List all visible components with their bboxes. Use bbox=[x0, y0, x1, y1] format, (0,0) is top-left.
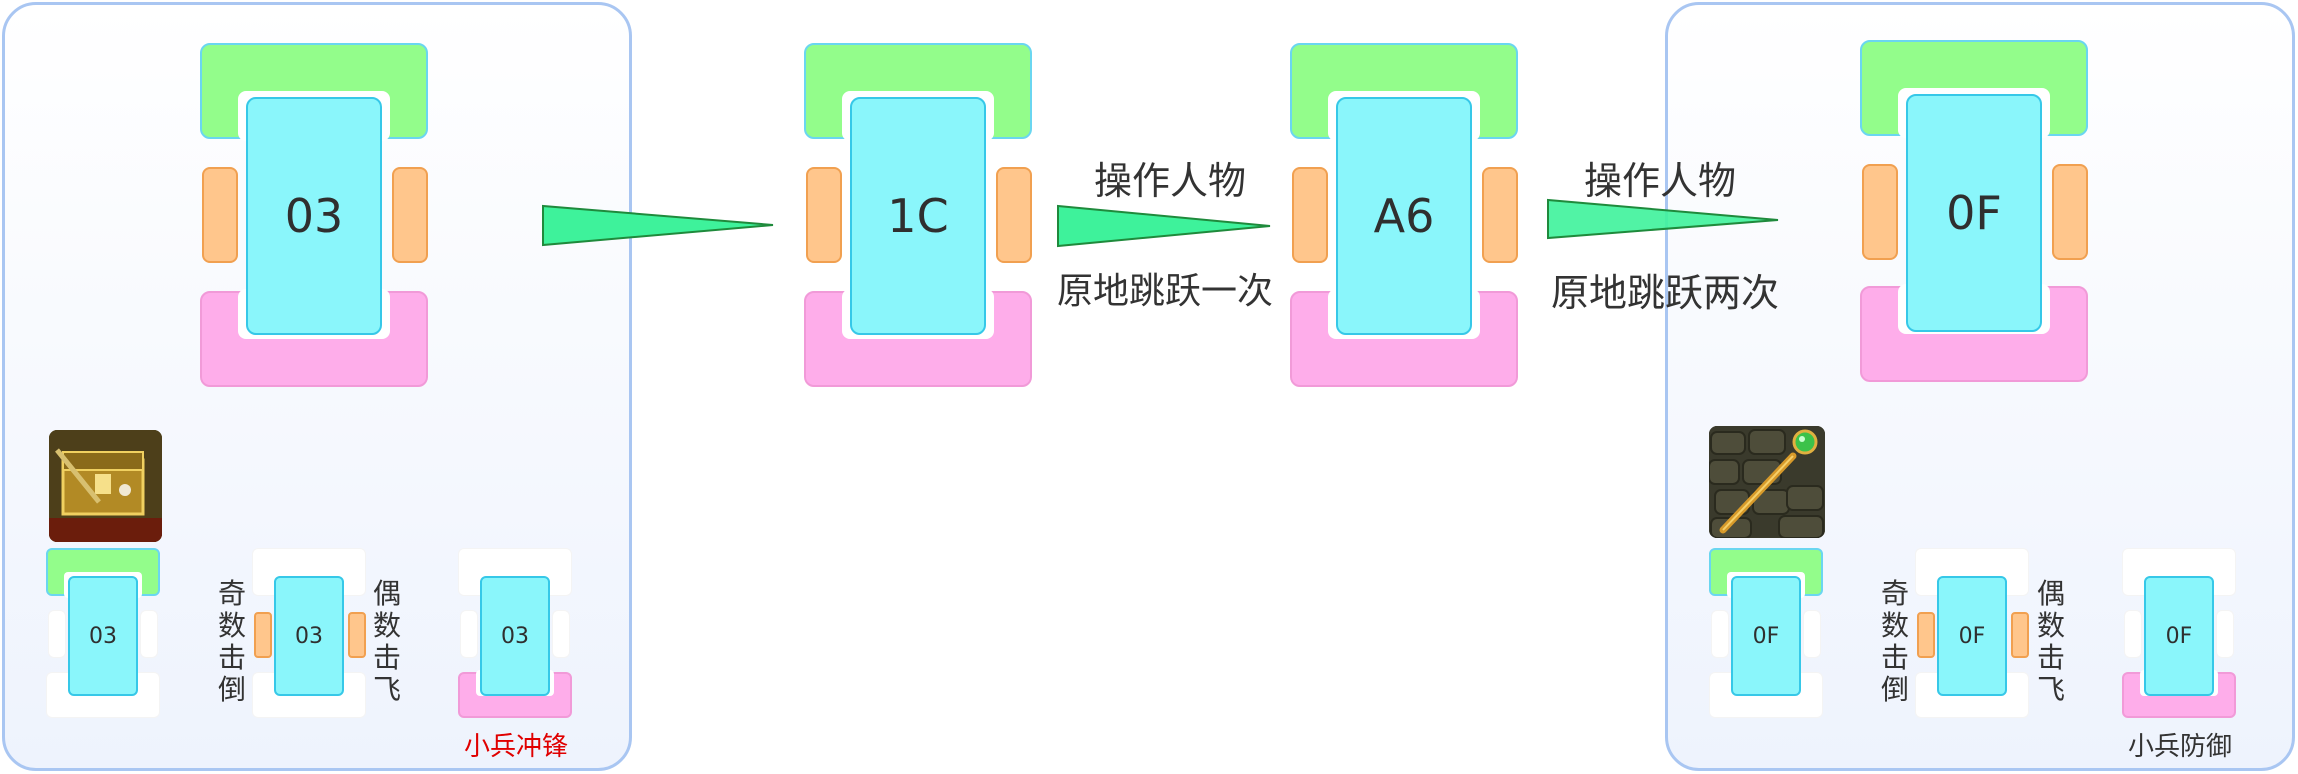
right-chip-2: 0F bbox=[1915, 548, 2031, 720]
chip-right-side bbox=[2216, 610, 2234, 658]
right-side-part bbox=[2052, 164, 2088, 260]
left-even-label: 偶数击飞 bbox=[372, 577, 401, 706]
core-value: A6 bbox=[1336, 97, 1472, 335]
core-value: 03 bbox=[246, 97, 382, 335]
arrow-3 bbox=[1547, 198, 1779, 240]
chip-right-side bbox=[1803, 610, 1821, 658]
left-side-part bbox=[202, 167, 238, 263]
chip-left-side bbox=[2124, 610, 2142, 658]
right-even-label: 偶数击飞 bbox=[2036, 577, 2065, 706]
right-odd-label: 奇数击倒 bbox=[1880, 577, 1909, 706]
left-side-part bbox=[806, 167, 842, 263]
chip-core: 0F bbox=[2144, 576, 2214, 696]
treasure-chest-icon bbox=[49, 430, 162, 542]
chip-left-side bbox=[1711, 610, 1729, 658]
arrow-2-bottom-label: 原地跳跃一次 bbox=[1056, 271, 1273, 312]
chip-right-side bbox=[140, 610, 158, 658]
left-side-part bbox=[1292, 167, 1328, 263]
chip-right-side bbox=[348, 612, 366, 658]
chip-core: 03 bbox=[480, 576, 550, 696]
core-value: 0F bbox=[1906, 94, 2042, 332]
stage-0f: 0F bbox=[1860, 40, 2090, 386]
chip-left-side bbox=[460, 610, 478, 658]
arrow-1 bbox=[542, 204, 774, 247]
chip-core: 03 bbox=[274, 576, 344, 696]
chip-left-side bbox=[1917, 612, 1935, 658]
stage-1c: 1C bbox=[804, 43, 1034, 389]
chip-core: 0F bbox=[1731, 576, 1801, 696]
arrow-2 bbox=[1057, 204, 1271, 248]
right-side-part bbox=[392, 167, 428, 263]
left-odd-label: 奇数击倒 bbox=[217, 577, 246, 706]
chip-core: 0F bbox=[1937, 576, 2007, 696]
right-chip-1: 0F bbox=[1709, 548, 1825, 720]
chip-core: 03 bbox=[68, 576, 138, 696]
golden-staff-icon bbox=[1709, 426, 1825, 538]
chip-left-side bbox=[48, 610, 66, 658]
arrow-2-top-label: 操作人物 bbox=[1093, 159, 1246, 203]
chip-left-side bbox=[254, 612, 272, 658]
left-chip-1: 03 bbox=[46, 548, 162, 720]
core-value: 1C bbox=[850, 97, 986, 335]
left-side-part bbox=[1862, 164, 1898, 260]
right-side-part bbox=[996, 167, 1032, 263]
left-caption: 小兵冲锋 bbox=[463, 732, 568, 762]
right-side-part bbox=[1482, 167, 1518, 263]
right-caption: 小兵防御 bbox=[2127, 732, 2232, 762]
chip-right-side bbox=[2011, 612, 2029, 658]
chip-right-side bbox=[552, 610, 570, 658]
stage-a6: A6 bbox=[1290, 43, 1520, 389]
arrow-3-top-label: 操作人物 bbox=[1583, 159, 1736, 203]
stage-03: 03 bbox=[200, 43, 430, 389]
arrow-3-bottom-label: 原地跳跃两次 bbox=[1550, 271, 1779, 315]
right-chip-3: 0F bbox=[2122, 548, 2238, 720]
left-chip-3: 03 bbox=[458, 548, 574, 720]
left-chip-2: 03 bbox=[252, 548, 368, 720]
